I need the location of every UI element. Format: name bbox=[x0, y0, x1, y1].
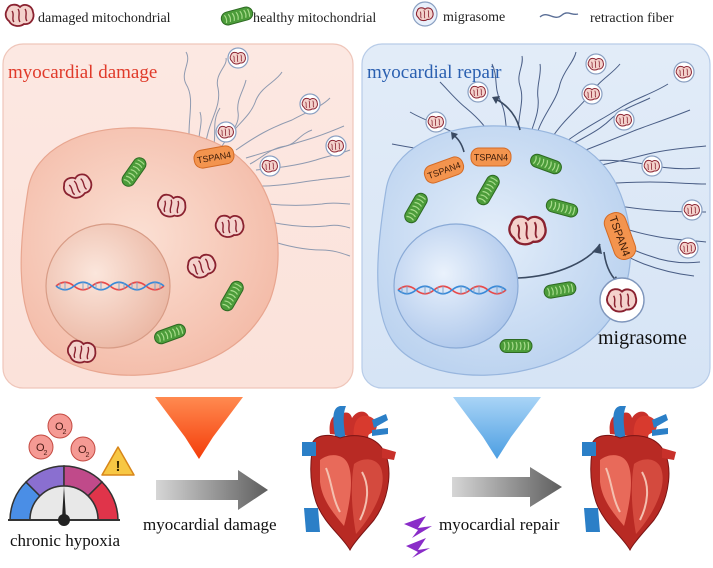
down-arrow-repair bbox=[453, 397, 541, 459]
large-migrasome bbox=[599, 277, 645, 323]
damaged-heart bbox=[301, 405, 397, 551]
legend-migrasome-label: migrasome bbox=[443, 10, 505, 25]
tspan4-protein-left: TSPAN4 bbox=[193, 145, 235, 169]
panel-myocardial-repair: myocardial repair bbox=[361, 43, 711, 389]
tspan4-protein-right-2: TSPAN4 bbox=[470, 147, 512, 167]
hypoxia-gauge bbox=[8, 465, 120, 526]
warning-icon: ! bbox=[101, 446, 135, 476]
healthy-mitochondrial-icon bbox=[219, 4, 255, 28]
grey-arrow-repair bbox=[452, 467, 562, 507]
legend: damaged mitochondrial healthy mitochondr… bbox=[4, 1, 674, 28]
o2-subscript-1: 2 bbox=[63, 429, 67, 436]
lightning-icon bbox=[404, 516, 432, 558]
o2-subscript-2: 2 bbox=[44, 450, 48, 457]
legend-healthy-label: healthy mitochondrial bbox=[253, 11, 376, 26]
o2-symbol-1: O bbox=[55, 421, 64, 433]
repair-arrow-label: myocardial repair bbox=[439, 515, 560, 534]
o2-subscript-3: 2 bbox=[86, 452, 90, 459]
right-nucleus bbox=[393, 223, 519, 349]
o2-symbol-2: O bbox=[36, 442, 45, 454]
grey-arrow-damage bbox=[156, 470, 268, 510]
damaged-mitochondrial-icon bbox=[4, 3, 35, 27]
left-panel-title: myocardial damage bbox=[8, 62, 157, 83]
damage-arrow-label: myocardial damage bbox=[143, 515, 277, 534]
migrasome-icon bbox=[412, 1, 438, 27]
hypoxia-label: chronic hypoxia bbox=[10, 531, 120, 550]
retraction-fiber-icon bbox=[539, 12, 579, 18]
legend-fiber-label: retraction fiber bbox=[590, 11, 674, 26]
oxygen-bubbles: O 2 O 2 O 2 bbox=[28, 413, 96, 462]
right-panel-title: myocardial repair bbox=[367, 62, 502, 83]
warning-symbol: ! bbox=[116, 458, 121, 475]
left-nucleus bbox=[45, 223, 171, 349]
repaired-heart bbox=[581, 405, 677, 551]
tspan4-label-right-2: TSPAN4 bbox=[474, 153, 508, 163]
panel-myocardial-damage: myocardial damage bbox=[2, 43, 354, 389]
migrasome-callout-label: migrasome bbox=[598, 327, 687, 349]
down-arrow-damage bbox=[155, 397, 243, 459]
tspan4-protein-right-1: TSPAN4 bbox=[423, 156, 465, 184]
legend-damaged-label: damaged mitochondrial bbox=[38, 11, 171, 26]
o2-symbol-3: O bbox=[78, 444, 87, 456]
